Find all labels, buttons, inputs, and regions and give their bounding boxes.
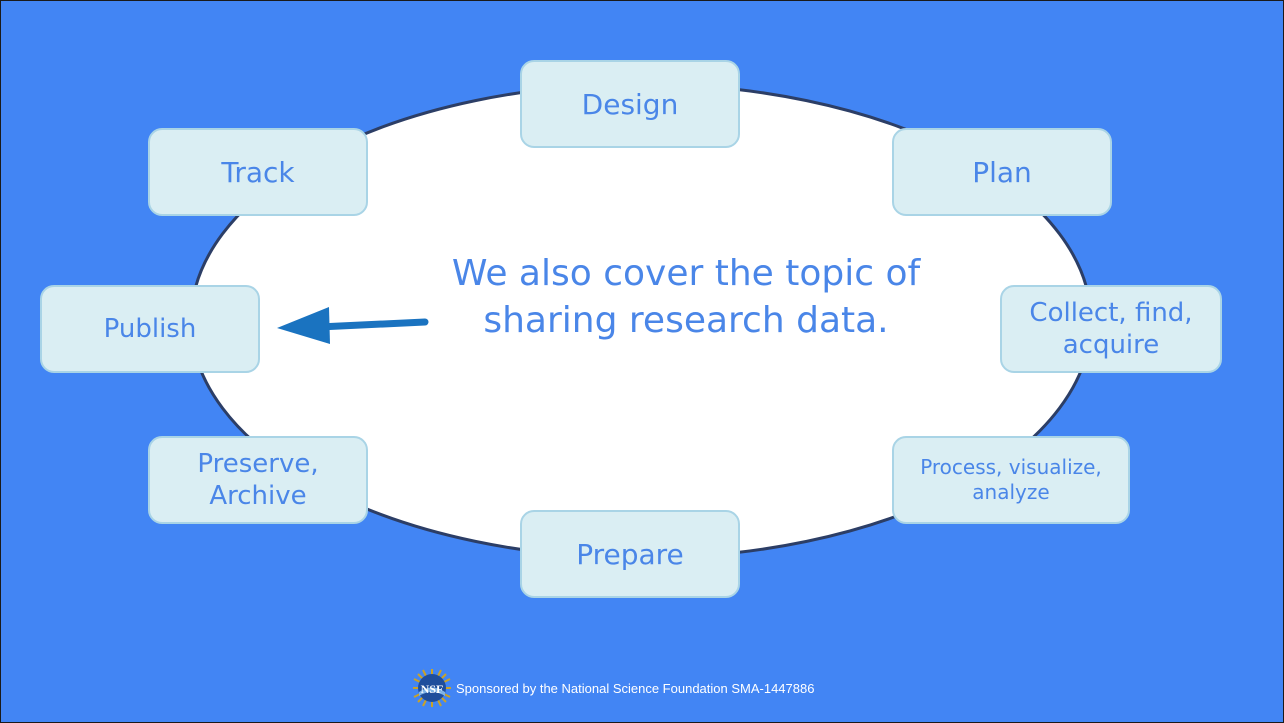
stage-plan-label: Plan [972,155,1032,189]
stage-track: Track [148,128,368,216]
arrow-head [277,307,330,344]
sponsor-footer: NSF Sponsored by the National Science Fo… [412,669,815,707]
stage-process: Process, visualize, analyze [892,436,1130,524]
arrow-shaft [315,318,429,331]
stage-preserve-label: Preserve, Archive [197,448,319,512]
stage-track-label: Track [221,155,295,189]
stage-preserve: Preserve, Archive [148,436,368,524]
stage-collect: Collect, find, acquire [1000,285,1222,373]
stage-publish: Publish [40,285,260,373]
stage-publish-label: Publish [103,313,197,344]
sponsor-text: Sponsored by the National Science Founda… [456,680,815,696]
nsf-logo-icon: NSF [413,669,451,707]
stage-design-label: Design [581,87,679,121]
stage-collect-label: Collect, find, acquire [1029,297,1193,361]
stage-design: Design [520,60,740,148]
center-message: We also cover the topic of sharing resea… [451,253,921,341]
stage-prepare: Prepare [520,510,740,598]
stage-prepare-label: Prepare [576,537,684,571]
stage-process-label: Process, visualize, analyze [920,455,1102,504]
svg-text:NSF: NSF [421,682,444,696]
stage-plan: Plan [892,128,1112,216]
